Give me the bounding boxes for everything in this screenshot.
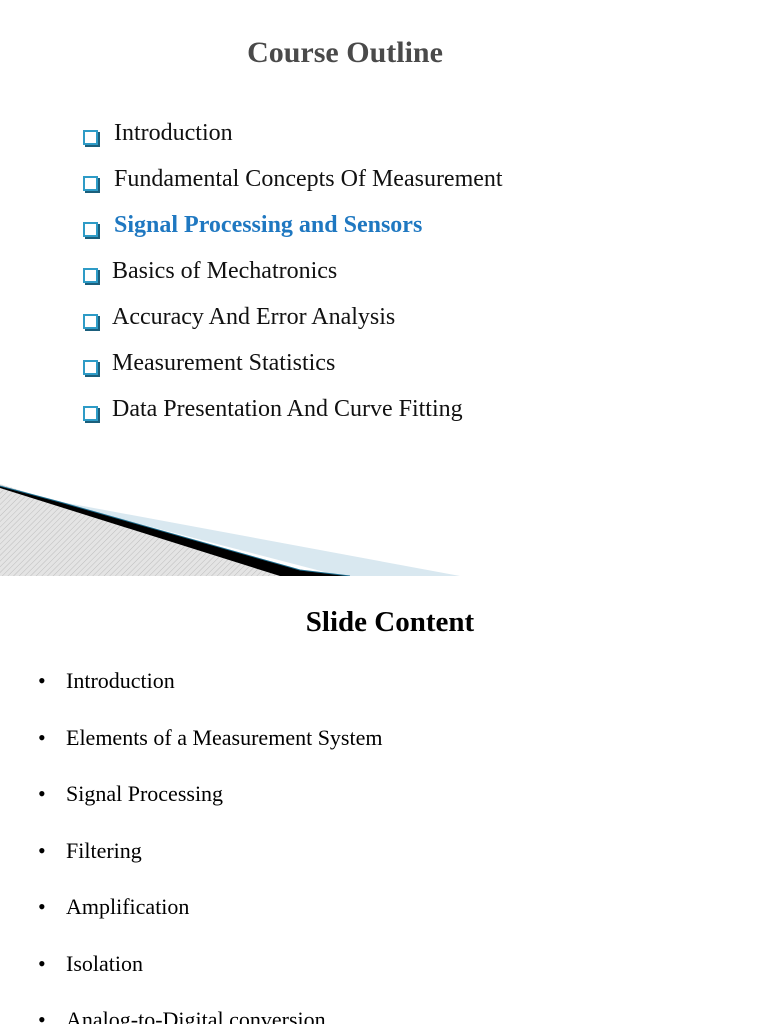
round-bullet-icon: • [38,894,46,919]
course-outline-list: Introduction Fundamental Concepts Of Mea… [80,120,503,446]
round-bullet-icon: • [38,950,46,976]
list-item: Signal Processing and Sensors [80,212,503,262]
list-item: • Isolation [38,950,382,1010]
list-item-label: Elements of a Measurement System [66,724,383,750]
list-item: Accuracy And Error Analysis [80,304,503,354]
square-bullet-icon [83,360,98,375]
list-item-label: Basics of Mechatronics [112,258,338,284]
square-bullet-icon [83,130,98,145]
slide-course-outline: Course Outline Introduction Fundamental … [0,36,503,576]
slide-title: Course Outline [247,36,443,69]
list-item: • Signal Processing [38,783,382,840]
list-item-label: Filtering [66,837,142,863]
list-item: • Introduction [38,670,382,727]
list-item: Measurement Statistics [80,350,503,400]
list-item: • Filtering [38,837,382,897]
list-item-label: Accuracy And Error Analysis [112,304,396,330]
list-item-label: Introduction [66,668,175,693]
list-item-label-highlighted: Signal Processing and Sensors [114,212,423,238]
round-bullet-icon: • [38,837,46,863]
list-item-label: Amplification [66,894,190,919]
square-bullet-icon [83,268,98,283]
round-bullet-icon: • [38,724,46,750]
round-bullet-icon: • [38,668,46,693]
square-bullet-icon [83,406,98,421]
slide-content-list: • Introduction • Elements of a Measurement… [38,670,382,1024]
list-item: Fundamental Concepts Of Measurement [80,166,503,216]
list-item: Introduction [80,120,503,170]
square-bullet-icon [83,222,98,237]
list-item-label: Isolation [66,950,143,976]
list-item: Basics of Mechatronics [80,258,503,308]
list-item-label: Fundamental Concepts Of Measurement [114,166,503,192]
slide-content: Slide Content • Introduction • Elements of… [0,576,768,1024]
list-item-label: Signal Processing [66,781,224,806]
list-item: Data Presentation And Curve Fitting [80,396,503,446]
list-item-label: Data Presentation And Curve Fitting [112,396,463,422]
list-item-label: Measurement Statistics [112,350,336,376]
slide-title: Slide Content [305,606,475,638]
list-item: • Amplification [38,896,382,953]
list-item-label: Analog-to-Digital conversion [66,1007,326,1024]
round-bullet-icon: • [38,1007,46,1024]
list-item-label: Introduction [114,120,233,146]
decorative-swoosh [0,484,460,576]
round-bullet-icon: • [38,781,46,806]
list-item: • Analog-to-Digital conversion [38,1009,382,1024]
square-bullet-icon [83,314,98,329]
list-item: • Elements of a Measurement System [38,724,383,784]
square-bullet-icon [83,176,98,191]
